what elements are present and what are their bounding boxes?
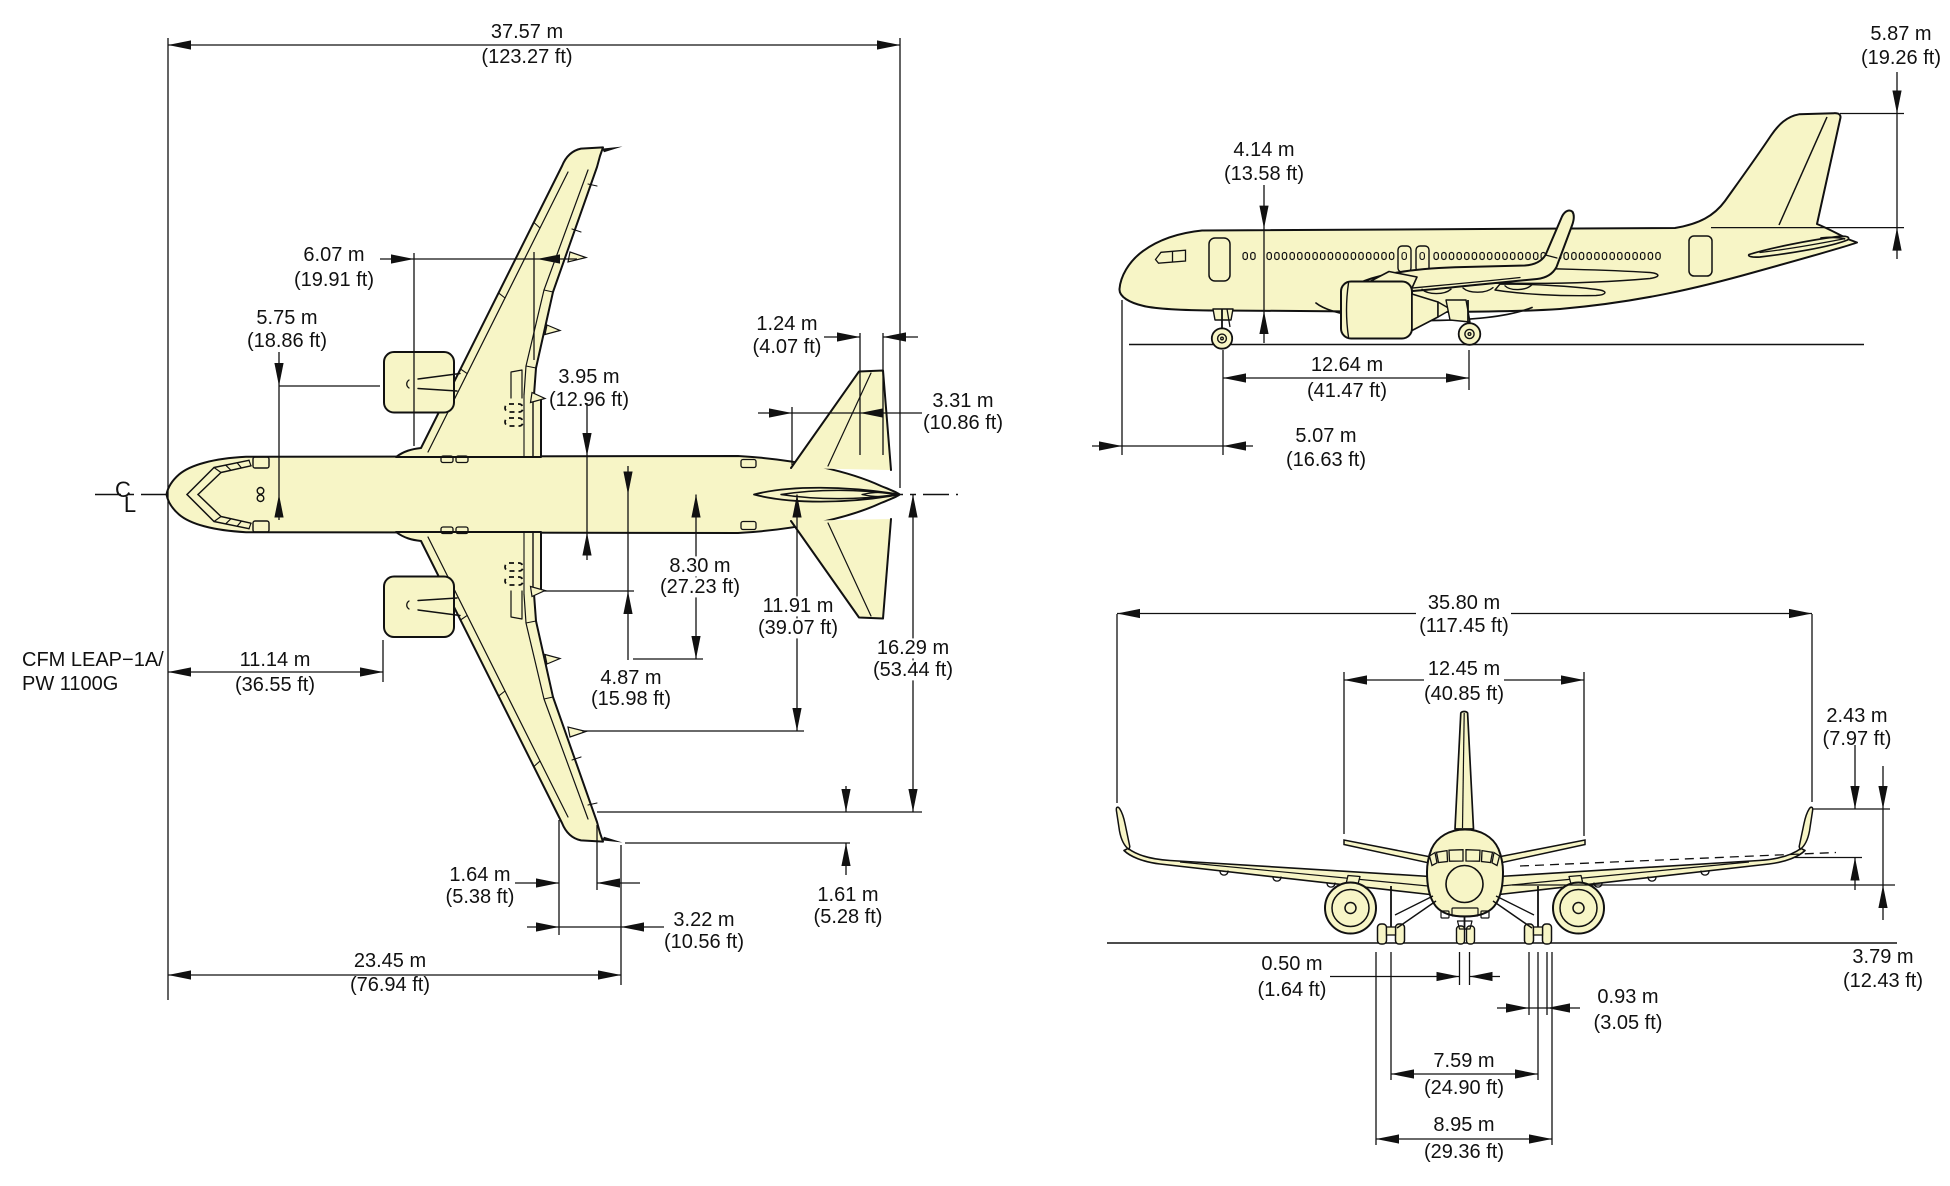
svg-text:4.14 m: 4.14 m [1233, 139, 1294, 161]
svg-text:5.75 m: 5.75 m [256, 307, 317, 329]
svg-text:(10.86 ft): (10.86 ft) [923, 412, 1003, 434]
svg-text:(18.86 ft): (18.86 ft) [247, 330, 327, 352]
svg-text:6.07 m: 6.07 m [303, 244, 364, 266]
svg-text:11.91 m: 11.91 m [763, 595, 834, 617]
svg-text:(3.05 ft): (3.05 ft) [1594, 1012, 1663, 1034]
svg-text:(1.64 ft): (1.64 ft) [1258, 979, 1327, 1001]
svg-text:(39.07 ft): (39.07 ft) [758, 617, 838, 639]
svg-text:35.80 m: 35.80 m [1428, 592, 1500, 614]
svg-text:(19.26 ft): (19.26 ft) [1861, 47, 1941, 69]
svg-text:L: L [124, 492, 136, 517]
svg-text:12.45 m: 12.45 m [1428, 658, 1500, 680]
svg-text:(123.27 ft): (123.27 ft) [481, 46, 572, 68]
svg-text:1.64 m: 1.64 m [449, 864, 510, 886]
svg-text:5.07 m: 5.07 m [1295, 425, 1356, 447]
svg-text:(5.28 ft): (5.28 ft) [814, 906, 883, 928]
svg-text:(40.85 ft): (40.85 ft) [1424, 683, 1504, 705]
svg-text:(15.98 ft): (15.98 ft) [591, 688, 671, 710]
svg-text:(10.56 ft): (10.56 ft) [664, 931, 744, 953]
svg-text:16.29 m: 16.29 m [877, 637, 949, 659]
svg-text:(76.94 ft): (76.94 ft) [350, 974, 430, 996]
svg-text:3.31 m: 3.31 m [932, 390, 993, 412]
svg-text:(16.63 ft): (16.63 ft) [1286, 449, 1366, 471]
svg-text:3.95 m: 3.95 m [558, 366, 619, 388]
svg-text:1.24 m: 1.24 m [756, 313, 817, 335]
svg-text:0.93 m: 0.93 m [1597, 986, 1658, 1008]
svg-text:(24.90 ft): (24.90 ft) [1424, 1077, 1504, 1099]
svg-text:(117.45 ft): (117.45 ft) [1419, 615, 1509, 637]
svg-text:PW 1100G: PW 1100G [22, 673, 118, 695]
svg-text:C: C [115, 477, 131, 502]
svg-text:11.14 m: 11.14 m [240, 649, 311, 671]
svg-text:(13.58 ft): (13.58 ft) [1224, 163, 1304, 185]
svg-text:(19.91 ft): (19.91 ft) [294, 269, 374, 291]
svg-text:3.79 m: 3.79 m [1852, 946, 1913, 968]
svg-text:(29.36 ft): (29.36 ft) [1424, 1141, 1504, 1163]
svg-text:1.61 m: 1.61 m [817, 884, 878, 906]
svg-text:(7.97 ft): (7.97 ft) [1823, 728, 1892, 750]
svg-text:0.50 m: 0.50 m [1261, 953, 1322, 975]
svg-text:(27.23 ft): (27.23 ft) [660, 576, 740, 598]
svg-text:(12.96 ft): (12.96 ft) [549, 389, 629, 411]
svg-text:(53.44 ft): (53.44 ft) [873, 659, 953, 681]
svg-text:8.30 m: 8.30 m [669, 555, 730, 577]
svg-text:(5.38 ft): (5.38 ft) [446, 886, 515, 908]
svg-text:7.59 m: 7.59 m [1433, 1050, 1494, 1072]
svg-text:3.22 m: 3.22 m [673, 909, 734, 931]
svg-text:5.87 m: 5.87 m [1870, 23, 1931, 45]
svg-text:37.57 m: 37.57 m [491, 21, 563, 43]
svg-text:(12.43 ft): (12.43 ft) [1843, 970, 1923, 992]
svg-text:2.43 m: 2.43 m [1826, 705, 1887, 727]
svg-text:4.87 m: 4.87 m [600, 667, 661, 689]
svg-text:CFM LEAP−1A/: CFM LEAP−1A/ [22, 649, 164, 671]
svg-text:(41.47 ft): (41.47 ft) [1307, 380, 1387, 402]
svg-text:12.64 m: 12.64 m [1311, 354, 1383, 376]
svg-text:23.45 m: 23.45 m [354, 950, 426, 972]
svg-text:(36.55 ft): (36.55 ft) [235, 674, 315, 696]
svg-text:8.95 m: 8.95 m [1433, 1114, 1494, 1136]
svg-text:(4.07 ft): (4.07 ft) [753, 336, 822, 358]
